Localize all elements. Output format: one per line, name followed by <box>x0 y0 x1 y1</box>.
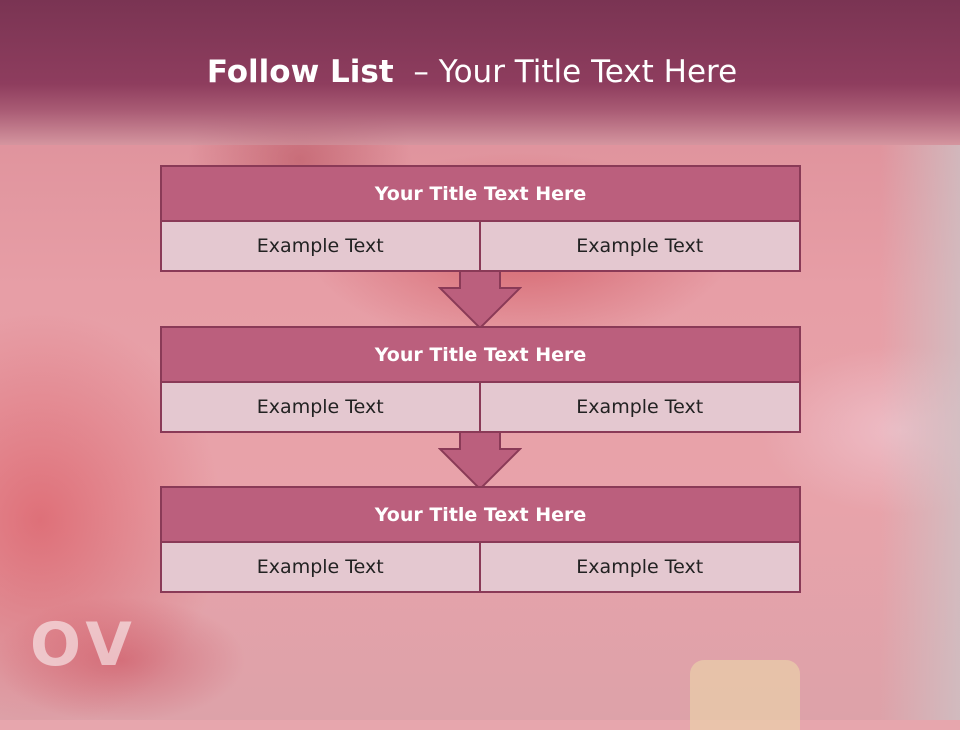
list-item-left-text: Example Text <box>160 543 481 593</box>
arrow-down-icon <box>438 431 522 491</box>
list-item-2: Your Title Text Here Example Text Exampl… <box>160 326 801 433</box>
list-item-right-text: Example Text <box>480 543 801 593</box>
arrow-down-icon <box>438 270 522 330</box>
list-item-title: Your Title Text Here <box>160 326 801 383</box>
title-bar: Follow List – Your Title Text Here <box>0 0 960 145</box>
list-item-left-text: Example Text <box>160 383 481 433</box>
list-item-title: Your Title Text Here <box>160 486 801 543</box>
list-item-row: Example Text Example Text <box>160 222 801 272</box>
slide-title: Follow List – Your Title Text Here <box>0 54 944 90</box>
list-item-3: Your Title Text Here Example Text Exampl… <box>160 486 801 593</box>
background-badge <box>690 660 800 730</box>
background-haze <box>880 145 960 720</box>
list-item-1: Your Title Text Here Example Text Exampl… <box>160 165 801 272</box>
background-logo-mark: OV <box>30 610 138 680</box>
list-item-row: Example Text Example Text <box>160 383 801 433</box>
list-item-title: Your Title Text Here <box>160 165 801 222</box>
slide-title-bold: Follow List <box>206 54 394 90</box>
slide-title-rest: – Your Title Text Here <box>413 54 738 90</box>
list-item-row: Example Text Example Text <box>160 543 801 593</box>
list-item-left-text: Example Text <box>160 222 481 272</box>
list-item-right-text: Example Text <box>480 383 801 433</box>
list-item-right-text: Example Text <box>480 222 801 272</box>
